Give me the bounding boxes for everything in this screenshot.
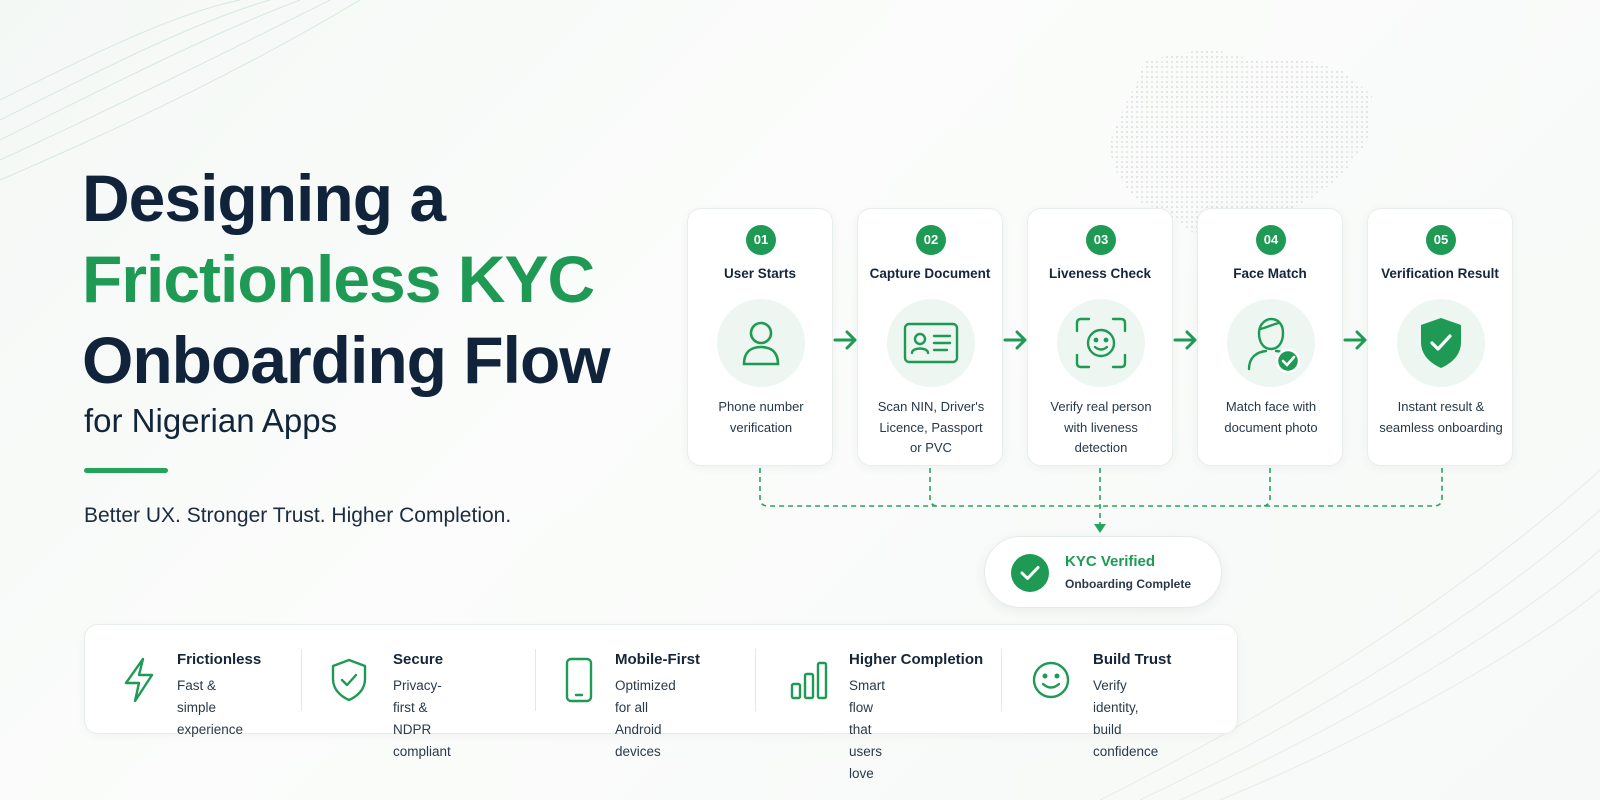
feature-description: Verify identity, build confidence <box>1093 678 1159 759</box>
step-card-5: 05 Verification Result Instant result & … <box>1367 208 1513 466</box>
step-description: Verify real person with liveness detecti… <box>1050 399 1152 455</box>
step-title: User Starts <box>723 266 797 281</box>
feature-description: Optimized for all Android devices <box>615 678 676 759</box>
feature-title: Secure <box>393 651 444 668</box>
step-card-2: 02 Capture Document Scan NIN, Driver's L… <box>857 208 1003 466</box>
id-card-icon <box>887 299 975 387</box>
feature-divider <box>755 649 756 711</box>
face-match-icon <box>1227 299 1315 387</box>
feature-divider <box>301 649 302 711</box>
result-subtitle: Onboarding Complete <box>1065 577 1191 591</box>
page-title: Designing a Frictionless KYC Onboarding … <box>82 158 611 401</box>
title-line-1: Designing a <box>82 161 446 235</box>
feature-title: Frictionless <box>177 651 262 668</box>
step-title: Capture Document <box>869 266 991 281</box>
smile-icon <box>1031 655 1071 705</box>
title-line-3: Onboarding Flow <box>82 323 611 397</box>
title-underline <box>84 468 168 473</box>
feature-description: Privacy-first & NDPR compliant <box>393 678 451 759</box>
nigeria-map-dots <box>1108 48 1372 236</box>
result-title: KYC Verified <box>1065 553 1156 570</box>
arrow-right-icon <box>1003 330 1027 350</box>
smartphone-icon <box>559 655 599 705</box>
arrow-right-icon <box>1173 330 1197 350</box>
step-title: Liveness Check <box>1048 266 1152 281</box>
feature-title: Build Trust <box>1093 651 1172 668</box>
tagline: Better UX. Stronger Trust. Higher Comple… <box>84 504 512 527</box>
arrow-right-icon <box>833 330 857 350</box>
arrow-right-icon <box>1343 330 1367 350</box>
step-number: 03 <box>1086 225 1116 255</box>
shield-icon <box>329 655 369 705</box>
feature-divider <box>535 649 536 711</box>
user-icon <box>717 299 805 387</box>
check-circle-icon <box>1011 554 1049 592</box>
step-description: Instant result & seamless onboarding <box>1379 399 1503 435</box>
step-title: Face Match <box>1233 266 1307 281</box>
step-card-4: 04 Face Match Match face with document p… <box>1197 208 1343 466</box>
step-description: Phone number verification <box>718 399 804 435</box>
page-subtitle: for Nigerian Apps <box>84 402 338 439</box>
bar-chart-icon <box>789 655 829 705</box>
title-line-2: Frictionless KYC <box>82 242 595 316</box>
shield-check-icon <box>1397 299 1485 387</box>
face-scan-icon <box>1057 299 1145 387</box>
lightning-icon <box>119 655 159 705</box>
step-description: Scan NIN, Driver's Licence, Passport or … <box>877 399 985 455</box>
kyc-verified-card: KYC Verified Onboarding Complete <box>984 536 1222 608</box>
step-card-1: 01 User Starts Phone number verification <box>687 208 833 466</box>
step-description: Match face with document photo <box>1224 399 1318 435</box>
step-card-3: 03 Liveness Check Verify real person wit… <box>1027 208 1173 466</box>
feature-divider <box>1001 649 1002 711</box>
feature-title: Mobile-First <box>615 651 700 668</box>
feature-description: Smart flow that users love <box>849 678 886 781</box>
step-number: 02 <box>916 225 946 255</box>
features-bar: Frictionless Fast & simple experience Se… <box>84 624 1238 781</box>
step-number: 05 <box>1426 225 1456 255</box>
step-number: 04 <box>1256 225 1286 255</box>
step-title: Verification Result <box>1381 266 1499 281</box>
feature-title: Higher Completion <box>849 651 984 668</box>
feature-description: Fast & simple experience <box>177 678 244 737</box>
step-number: 01 <box>746 225 776 255</box>
